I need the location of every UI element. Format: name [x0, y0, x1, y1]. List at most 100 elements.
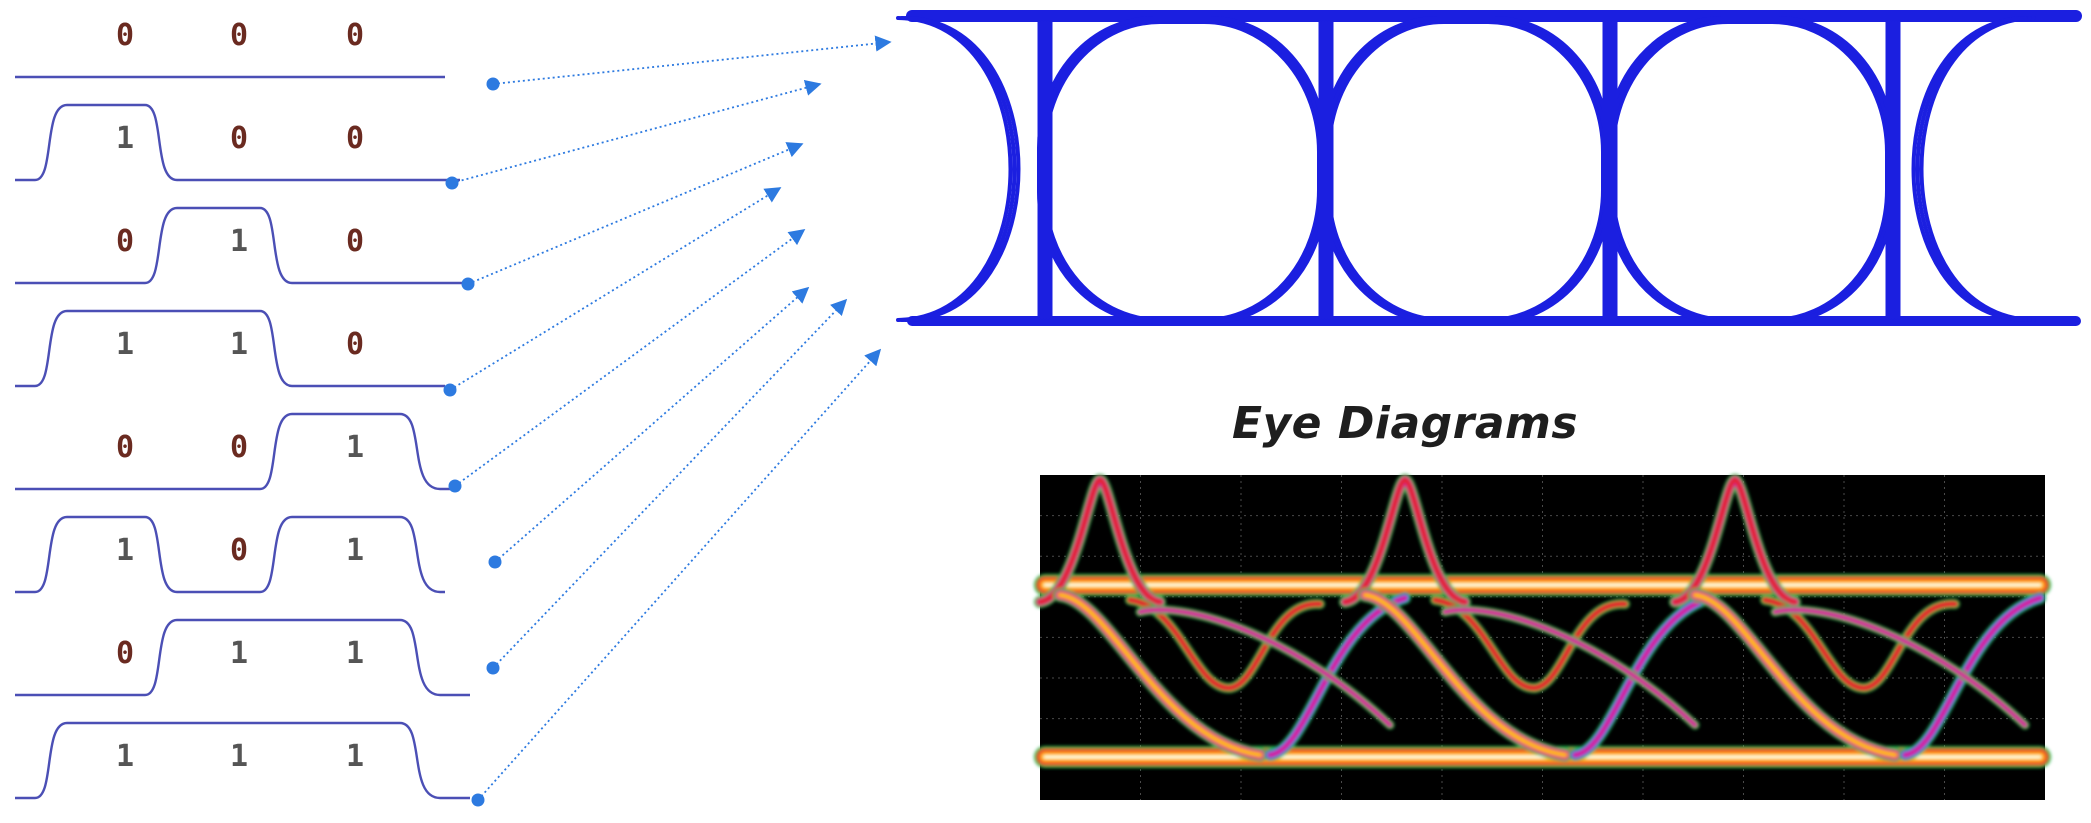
arrow-origin-dot [471, 793, 485, 807]
bit-pattern-row: 1 1 1 [15, 721, 470, 800]
bit-label: 0 [116, 636, 134, 671]
bit-pattern-row: 0 1 1 [15, 618, 470, 697]
waveform [15, 618, 470, 697]
waveform [15, 515, 445, 594]
mapping-arrow [461, 142, 804, 291]
bit-label: 1 [116, 739, 134, 774]
bit-label: 1 [346, 636, 364, 671]
arrow-line [492, 298, 848, 669]
scope-trace [1572, 595, 1713, 758]
bit-pattern-row: 0 0 1 [15, 412, 455, 491]
bit-label: 1 [230, 224, 248, 259]
bit-label: 1 [346, 533, 364, 568]
bit-label: 1 [346, 739, 364, 774]
bit-label: 0 [116, 430, 134, 465]
mapping-arrow [448, 229, 806, 493]
arrow-line [454, 229, 806, 487]
scope-trace [1772, 607, 2028, 728]
scope-trace [1432, 597, 1628, 692]
eye-lobe [1608, 18, 1892, 323]
arrow-origin-dot [488, 555, 502, 569]
waveform [15, 412, 455, 491]
bit-label: 1 [230, 739, 248, 774]
measured-eye-diagram [1034, 474, 2051, 800]
eye-lobe [1611, 20, 1889, 322]
scope-trace [1059, 594, 1261, 756]
bit-pattern-row: 1 0 1 [15, 515, 445, 594]
eye-lobe [1605, 16, 1895, 324]
waveform [15, 103, 460, 182]
eye-lobes [1037, 16, 1895, 324]
scope-trace [1137, 607, 1393, 728]
mapping-arrow [486, 35, 892, 91]
scope-trace [1127, 597, 1323, 692]
bit-label: 0 [346, 327, 364, 362]
eye-lobe [1043, 20, 1321, 322]
arrow-line [492, 35, 892, 85]
eye-crossings [896, 16, 2036, 322]
arrow-origin-dot [486, 661, 500, 675]
arrow-line [451, 79, 822, 184]
scope-trace [1267, 595, 1408, 758]
bit-label: 1 [116, 121, 134, 156]
bit-label: 1 [116, 327, 134, 362]
eye-partial-lobe [1915, 16, 2032, 322]
scope-trace [1672, 477, 1798, 605]
bit-label: 0 [116, 224, 134, 259]
arrow-origin-dot [443, 383, 457, 397]
scope-trace [1037, 477, 1163, 605]
mapping-arrow [471, 348, 882, 807]
bit-label: 1 [230, 327, 248, 362]
mapping-arrows [443, 35, 892, 807]
bit-label: 1 [116, 533, 134, 568]
mapping-arrow [486, 298, 848, 675]
eye-lobe [1324, 18, 1608, 323]
ideal-eye-diagram [896, 10, 2082, 326]
eye-lobe [1040, 18, 1324, 323]
bit-label: 0 [346, 18, 364, 53]
waveform [15, 721, 470, 800]
arrow-origin-dot [448, 479, 462, 493]
scope-trace [1342, 477, 1468, 605]
eye-lobe [1327, 20, 1605, 322]
bit-label: 0 [230, 18, 248, 53]
bit-label: 1 [346, 430, 364, 465]
eye-partial-lobe [896, 16, 1013, 322]
mapping-arrow [443, 187, 782, 397]
scope-trace [1902, 595, 2043, 758]
eye-partial-lobe [1911, 16, 2028, 322]
arrow-origin-dot [461, 277, 475, 291]
arrow-line [477, 348, 882, 801]
eye-partial-lobe [904, 16, 1021, 322]
bit-label: 0 [116, 18, 134, 53]
scope-traces [1034, 474, 2051, 768]
arrow-origin-dot [445, 176, 459, 190]
eye-lobe [1321, 16, 1611, 324]
bit-label: 0 [230, 533, 248, 568]
bit-pattern-row: 0 0 0 [15, 18, 445, 79]
bit-pattern-row: 0 1 0 [15, 206, 470, 285]
bit-label: 0 [230, 430, 248, 465]
scope-trace [1762, 597, 1958, 692]
scope-trace [1442, 607, 1698, 728]
scope-trace [1694, 594, 1896, 756]
arrow-line [467, 142, 804, 285]
eye-partial-lobe [1919, 16, 2036, 322]
bit-pattern-row: 1 1 0 [15, 309, 445, 388]
bit-label: 1 [230, 636, 248, 671]
waveform [15, 309, 445, 388]
figure-title: Eye Diagrams [1231, 398, 1579, 449]
scope-trace [1364, 594, 1566, 756]
mapping-arrow [488, 286, 810, 569]
waveform [15, 206, 470, 285]
mapping-arrow [445, 79, 822, 190]
eye-lobe [1037, 16, 1327, 324]
eye-partial-lobe [900, 16, 1017, 322]
bit-label: 0 [346, 224, 364, 259]
arrow-line [449, 187, 782, 391]
arrow-origin-dot [486, 77, 500, 91]
